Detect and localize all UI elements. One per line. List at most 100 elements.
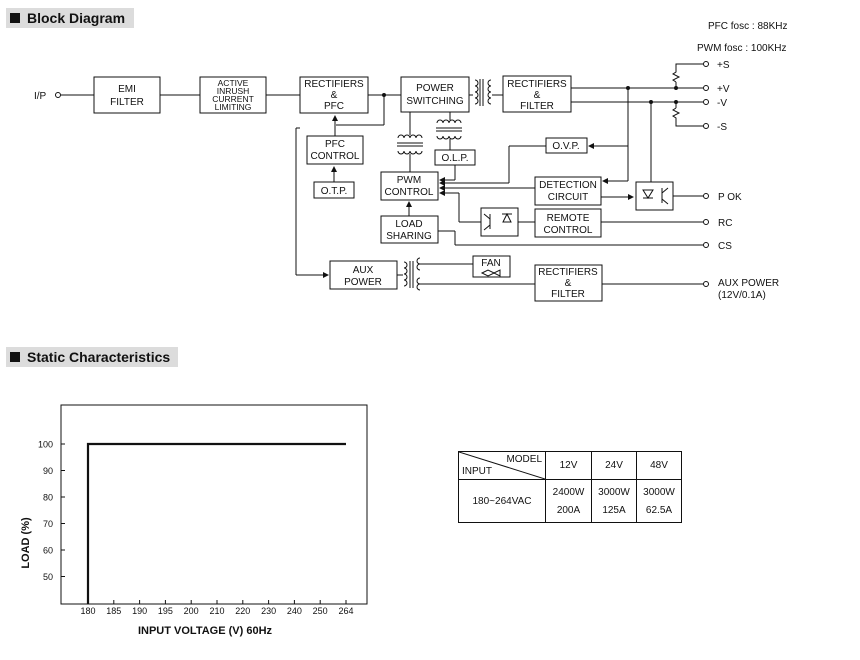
svg-text:FAN: FAN <box>481 258 500 269</box>
svg-text:RECTIFIERS: RECTIFIERS <box>304 79 364 90</box>
y-tick-label: 80 <box>43 493 53 503</box>
x-tick-label: 230 <box>261 606 276 616</box>
detection-circuit-block: DETECTION CIRCUIT <box>534 176 602 206</box>
svg-text:POWER: POWER <box>416 83 454 94</box>
svg-text:PWM: PWM <box>397 175 421 186</box>
x-tick-label: 220 <box>235 606 250 616</box>
x-tick-label: 185 <box>106 606 121 616</box>
cs-label: CS <box>718 241 732 252</box>
load-sharing-block: LOAD SHARING <box>380 215 439 244</box>
spec-table: MODEL INPUT 12V 24V 48V 180~264VAC 2400W… <box>458 451 682 523</box>
x-tick-label: 264 <box>338 606 353 616</box>
pok-label: P OK <box>718 192 742 203</box>
svg-text:LIMITING: LIMITING <box>215 102 252 112</box>
fan-icon <box>480 269 501 277</box>
svg-text:CONTROL: CONTROL <box>311 151 360 162</box>
x-tick-label: 250 <box>313 606 328 616</box>
svg-text:DETECTION: DETECTION <box>539 180 597 191</box>
svg-text:EMI: EMI <box>118 84 136 95</box>
power-switching-block: POWER SWITCHING <box>400 76 470 113</box>
model-header: MODEL <box>506 454 542 465</box>
svg-text:O.V.P.: O.V.P. <box>552 141 579 152</box>
svg-text:O.T.P.: O.T.P. <box>321 186 348 197</box>
svg-text:INRUSH: INRUSH <box>217 86 250 96</box>
olp-block: O.L.P. <box>434 149 476 166</box>
x-tick-label: 200 <box>184 606 199 616</box>
svg-text:O.L.P.: O.L.P. <box>441 153 468 164</box>
inrush-limiting-block: ACTIVE INRUSH CURRENT LIMITING <box>199 76 267 114</box>
static-characteristics-title: Static Characteristics <box>27 349 171 365</box>
svg-text:CONTROL: CONTROL <box>544 225 593 236</box>
square-bullet-icon <box>10 13 20 23</box>
main-transformer-icon <box>474 79 492 106</box>
aux-output-label: AUX POWER <box>718 278 779 289</box>
svg-text:&: & <box>565 278 572 289</box>
emi-filter-block: EMI FILTER <box>93 76 161 114</box>
table-header-row: MODEL INPUT 12V 24V 48V <box>458 451 682 480</box>
rectifiers-filter-block: RECTIFIERS & FILTER <box>502 75 572 113</box>
rectifiers-pfc-block: RECTIFIERS & PFC <box>299 76 369 114</box>
column-48v: 48V <box>636 451 682 480</box>
svg-text:&: & <box>534 90 541 101</box>
svg-text:SHARING: SHARING <box>386 231 432 242</box>
svg-text:CIRCUIT: CIRCUIT <box>548 192 589 203</box>
x-tick-label: 190 <box>132 606 147 616</box>
input-label: I/P <box>34 91 47 102</box>
v-plus-label: +V <box>717 84 730 95</box>
y-tick-label: 50 <box>43 572 53 582</box>
x-tick-label: 195 <box>158 606 173 616</box>
current-transformer-icon <box>436 119 462 140</box>
y-tick-label: 60 <box>43 546 53 556</box>
svg-text:POWER: POWER <box>344 277 382 288</box>
svg-text:PFC: PFC <box>324 101 344 112</box>
svg-text:&: & <box>331 90 338 101</box>
otp-block: O.T.P. <box>313 181 355 199</box>
svg-text:RECTIFIERS: RECTIFIERS <box>507 79 567 90</box>
aux-transformer-icon <box>403 257 421 291</box>
y-tick-label: 90 <box>43 466 53 476</box>
y-tick-label: 70 <box>43 519 53 529</box>
optocoupler-rc-icon <box>480 207 519 237</box>
drive-transformer-icon <box>397 134 423 155</box>
svg-text:CURRENT: CURRENT <box>212 94 254 104</box>
fan-block: FAN <box>472 255 511 278</box>
svg-text:ACTIVE: ACTIVE <box>218 78 249 88</box>
svg-text:CONTROL: CONTROL <box>385 187 434 198</box>
ovp-block: O.V.P. <box>545 137 588 154</box>
svg-text:FILTER: FILTER <box>551 289 585 300</box>
y-axis-label: LOAD (%) <box>20 517 32 569</box>
block-diagram-header: Block Diagram <box>6 8 134 28</box>
svg-text:RECTIFIERS: RECTIFIERS <box>538 267 598 278</box>
remote-control-block: REMOTE CONTROL <box>534 208 602 238</box>
aux-rectifiers-filter-block: RECTIFIERS & FILTER <box>534 264 603 302</box>
sense-minus-label: -S <box>717 122 727 133</box>
static-characteristics-header: Static Characteristics <box>6 347 178 367</box>
x-axis-label: INPUT VOLTAGE (V) 60Hz <box>138 625 273 637</box>
svg-text:REMOTE: REMOTE <box>547 213 590 224</box>
input-range-cell: 180~264VAC <box>458 479 546 523</box>
svg-text:AUX: AUX <box>353 265 374 276</box>
x-tick-label: 240 <box>287 606 302 616</box>
rc-label: RC <box>718 218 732 229</box>
svg-text:FILTER: FILTER <box>520 101 554 112</box>
optocoupler-pok-icon <box>635 181 674 211</box>
x-tick-label: 180 <box>80 606 95 616</box>
svg-text:FILTER: FILTER <box>110 97 144 108</box>
input-header: INPUT <box>462 466 492 477</box>
pwm-frequency: PWM fosc : 100KHz <box>697 43 786 54</box>
aux-power-block: AUX POWER <box>329 260 398 290</box>
svg-text:PFC: PFC <box>325 139 345 150</box>
block-diagram: PFC fosc : 88KHz PWM fosc : 100KHz I/P E… <box>34 21 787 302</box>
load-curve <box>86 442 346 604</box>
svg-text:LOAD: LOAD <box>395 219 422 230</box>
column-24v: 24V <box>591 451 637 480</box>
y-tick-label: 100 <box>38 440 53 450</box>
model-input-header-cell: MODEL INPUT <box>458 451 546 480</box>
column-12v: 12V <box>545 451 592 480</box>
aux-output-rating: (12V/0.1A) <box>718 290 766 301</box>
plot-frame <box>60 404 368 605</box>
